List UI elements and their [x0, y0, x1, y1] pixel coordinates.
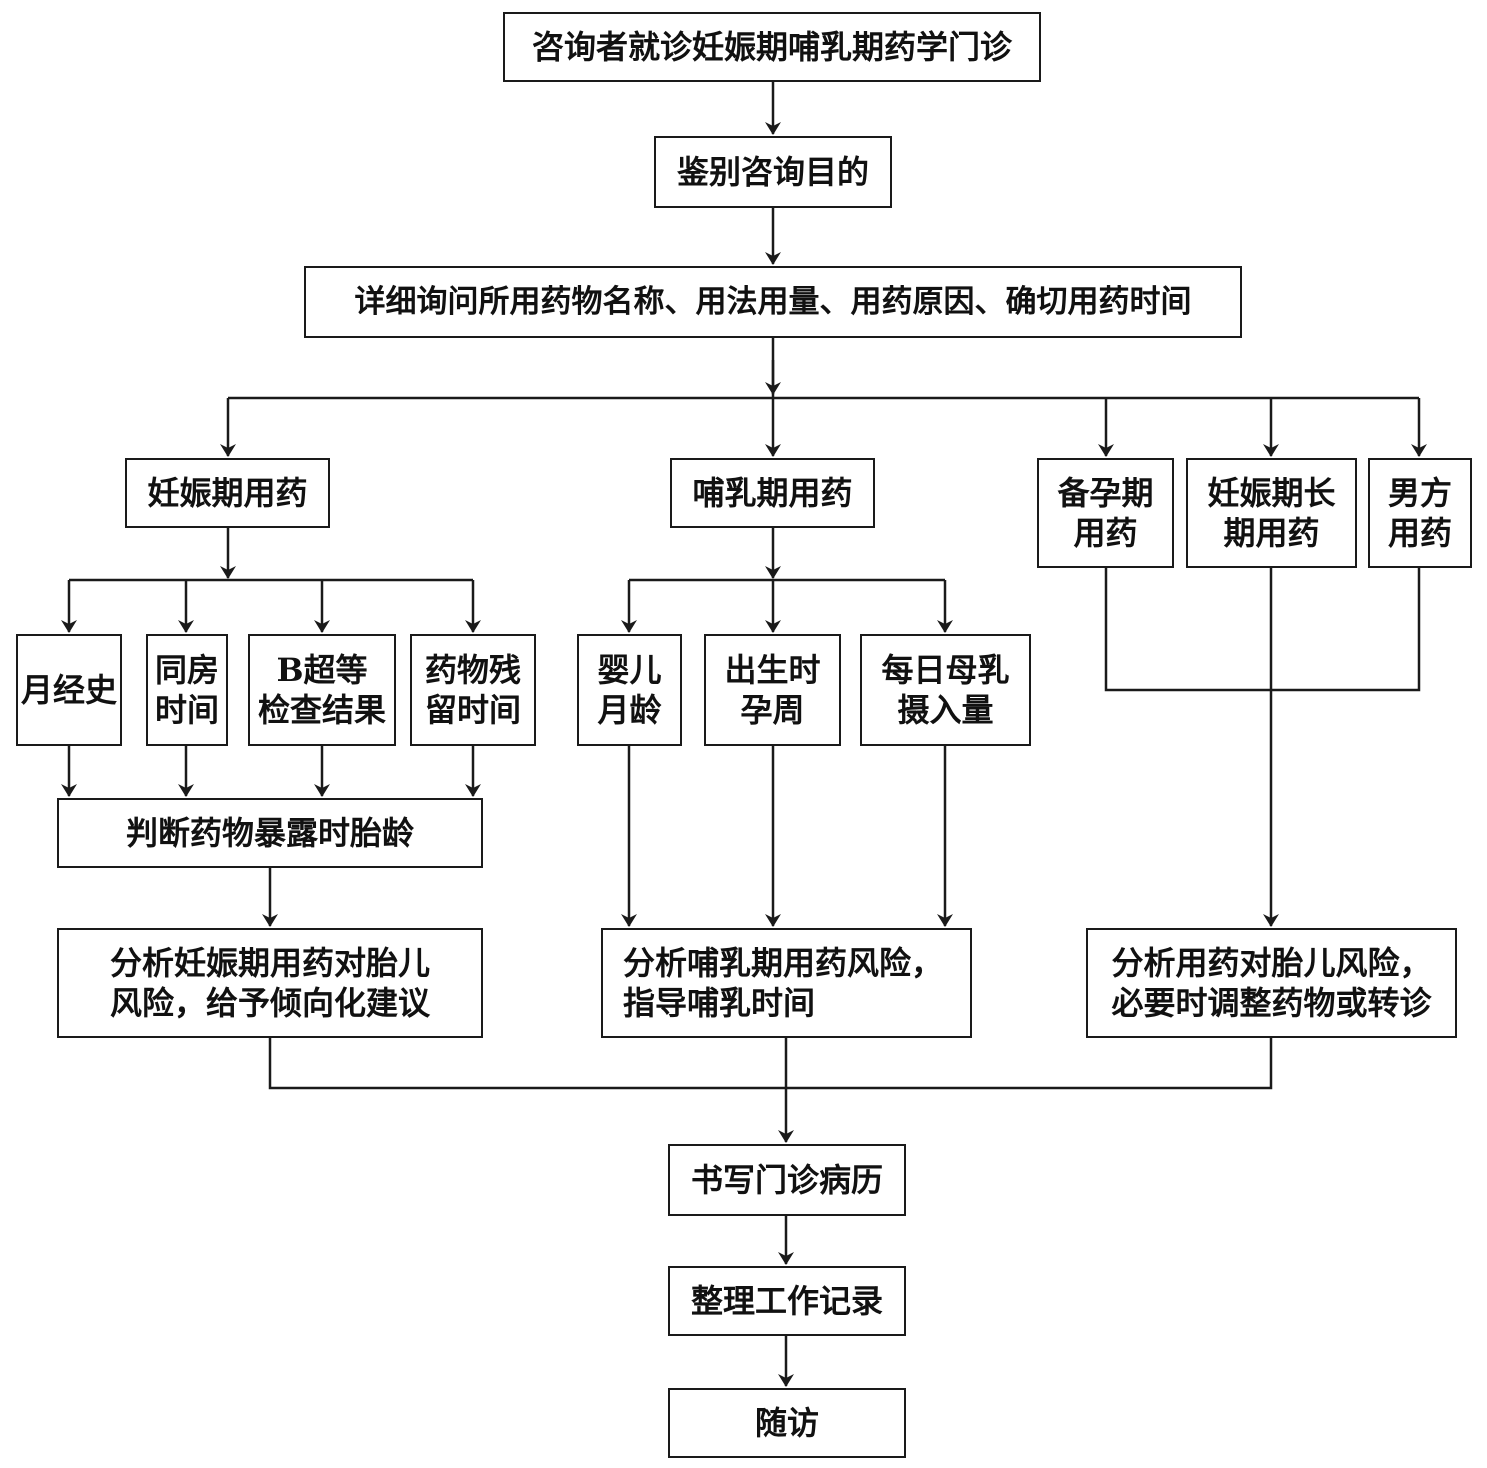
- node-intercourse: 同房 时间: [146, 634, 228, 746]
- node-drug-residual: 药物残 留时间: [410, 634, 536, 746]
- node-analyze-lactation: 分析哺乳期用药风险， 指导哺乳时间: [601, 928, 972, 1038]
- node-record: 书写门诊病历: [668, 1144, 906, 1216]
- node-organize: 整理工作记录: [668, 1266, 906, 1336]
- bracket-right: [1104, 568, 1421, 692]
- node-analyze-other: 分析用药对胎儿风险， 必要时调整药物或转诊: [1086, 928, 1457, 1038]
- node-fetal-age: 判断药物暴露时胎龄: [57, 798, 483, 868]
- node-infant-age: 婴儿 月龄: [577, 634, 682, 746]
- node-ultrasound: B超等 检查结果: [248, 634, 396, 746]
- node-lactation: 哺乳期用药: [670, 458, 875, 528]
- node-milk-intake: 每日母乳 摄入量: [860, 634, 1031, 746]
- bus-bottom: [268, 1038, 1273, 1090]
- node-inquire: 详细询问所用药物名称、用法用量、用药原因、确切用药时间: [304, 266, 1242, 338]
- node-prepregnancy: 备孕期 用药: [1037, 458, 1174, 568]
- node-pregnancy: 妊娠期用药: [125, 458, 330, 528]
- node-long-term: 妊娠期长 期用药: [1186, 458, 1357, 568]
- node-start: 咨询者就诊妊娠期哺乳期药学门诊: [503, 12, 1041, 82]
- node-identify: 鉴别咨询目的: [654, 136, 892, 208]
- node-male: 男方 用药: [1368, 458, 1472, 568]
- node-followup: 随访: [668, 1388, 906, 1458]
- node-menstrual: 月经史: [16, 634, 122, 746]
- node-gestational-birth: 出生时 孕周: [704, 634, 841, 746]
- node-analyze-pregnancy: 分析妊娠期用药对胎儿 风险，给予倾向化建议: [57, 928, 483, 1038]
